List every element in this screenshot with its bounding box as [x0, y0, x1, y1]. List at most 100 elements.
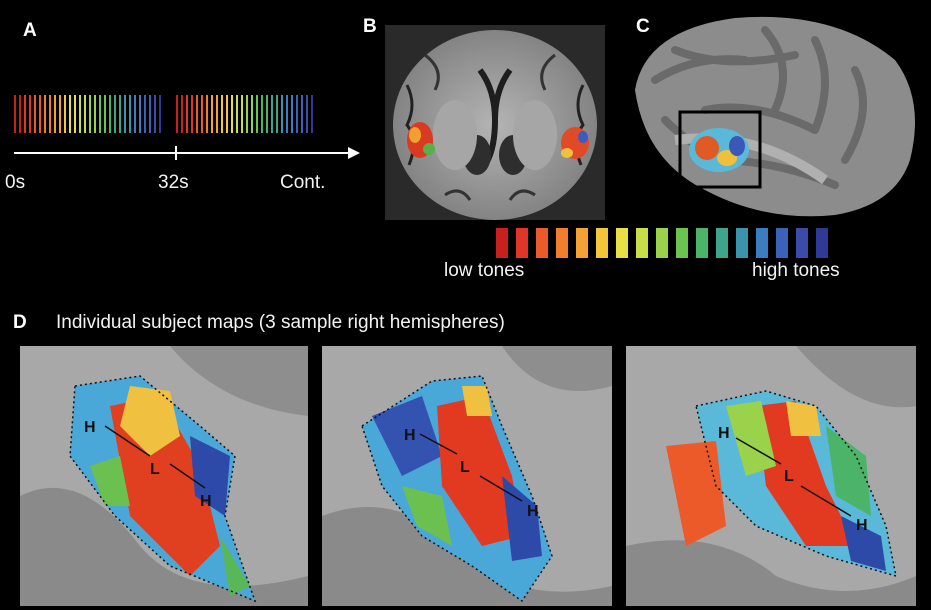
panel-label-d: D [13, 312, 27, 333]
timeline-tick-cont: Cont. [280, 172, 326, 193]
tonotopic-color-legend [496, 228, 836, 258]
color-stripe [211, 95, 213, 133]
timeline-axis [14, 146, 360, 160]
color-stripe [104, 95, 106, 133]
color-stripe [84, 95, 86, 133]
color-stripe [776, 228, 788, 258]
color-stripe [266, 95, 268, 133]
color-stripe [256, 95, 258, 133]
color-stripe [196, 95, 198, 133]
color-stripe [656, 228, 668, 258]
color-stripe [201, 95, 203, 133]
color-stripe [596, 228, 608, 258]
map-label-h: H [200, 493, 212, 510]
color-stripe [246, 95, 248, 133]
color-stripe [636, 228, 648, 258]
color-stripe [94, 95, 96, 133]
color-stripe [186, 95, 188, 133]
color-stripe [616, 228, 628, 258]
color-stripe [159, 95, 161, 133]
color-stripe [109, 95, 111, 133]
color-stripe [301, 95, 303, 133]
color-stripe [696, 228, 708, 258]
color-stripe [39, 95, 41, 133]
timeline-tick-32: 32s [158, 172, 189, 193]
color-stripe [306, 95, 308, 133]
map-label-h: H [527, 503, 539, 520]
color-stripe [119, 95, 121, 133]
stimulus-sweep-bar [14, 95, 164, 133]
color-stripe [89, 95, 91, 133]
axial-brain-slice [385, 25, 605, 220]
color-stripe [64, 95, 66, 133]
color-stripe [134, 95, 136, 133]
legend-low-label: low tones [444, 260, 525, 281]
color-stripe [536, 228, 548, 258]
panel-label-b: B [363, 16, 377, 37]
map-label-l: L [150, 461, 160, 478]
color-stripe [286, 95, 288, 133]
color-stripe [296, 95, 298, 133]
color-stripe [261, 95, 263, 133]
map-label-l: L [460, 459, 470, 476]
color-stripe [231, 95, 233, 133]
color-stripe [181, 95, 183, 133]
color-stripe [144, 95, 146, 133]
color-stripe [99, 95, 101, 133]
map-label-l: L [784, 468, 794, 485]
color-stripe [79, 95, 81, 133]
color-stripe [24, 95, 26, 133]
map-label-h: H [84, 419, 96, 436]
subject-map-1: H L H [20, 346, 308, 606]
color-stripe [34, 95, 36, 133]
color-stripe [129, 95, 131, 133]
color-stripe [516, 228, 528, 258]
color-stripe [496, 228, 508, 258]
color-stripe [226, 95, 228, 133]
color-stripe [241, 95, 243, 133]
color-stripe [69, 95, 71, 133]
color-stripe [59, 95, 61, 133]
color-stripe [74, 95, 76, 133]
color-stripe [124, 95, 126, 133]
subject-map-3: H L H [626, 346, 916, 606]
color-stripe [311, 95, 313, 133]
inflated-cortex-view [615, 10, 925, 225]
color-stripe [191, 95, 193, 133]
color-stripe [756, 228, 768, 258]
color-stripe [49, 95, 51, 133]
color-stripe [236, 95, 238, 133]
map-label-h: H [404, 427, 416, 444]
color-stripe [576, 228, 588, 258]
color-stripe [216, 95, 218, 133]
map-label-h: H [856, 517, 868, 534]
stimulus-sweep-bar [176, 95, 316, 133]
color-stripe [796, 228, 808, 258]
color-stripe [139, 95, 141, 133]
color-stripe [281, 95, 283, 133]
color-stripe [736, 228, 748, 258]
panel-label-a: A [23, 20, 37, 41]
color-stripe [716, 228, 728, 258]
color-stripe [176, 95, 178, 133]
timeline-tick-0: 0s [5, 172, 26, 193]
legend-high-label: high tones [752, 260, 840, 281]
color-stripe [816, 228, 828, 258]
color-stripe [149, 95, 151, 133]
color-stripe [271, 95, 273, 133]
map-label-h: H [718, 425, 730, 442]
color-stripe [19, 95, 21, 133]
color-stripe [114, 95, 116, 133]
color-stripe [206, 95, 208, 133]
color-stripe [676, 228, 688, 258]
panel-d-title: Individual subject maps (3 sample right … [56, 312, 505, 333]
color-stripe [154, 95, 156, 133]
color-stripe [54, 95, 56, 133]
color-stripe [29, 95, 31, 133]
color-stripe [251, 95, 253, 133]
color-stripe [276, 95, 278, 133]
panel-label-c: C [636, 16, 650, 37]
color-stripe [44, 95, 46, 133]
color-stripe [291, 95, 293, 133]
color-stripe [556, 228, 568, 258]
